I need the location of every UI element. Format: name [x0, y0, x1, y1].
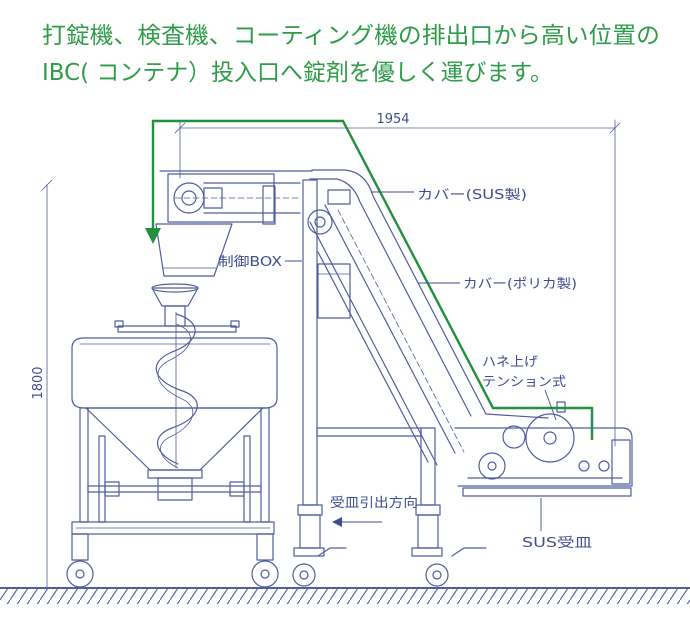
discharge-chute	[155, 223, 233, 277]
ibc-container	[71, 283, 278, 501]
control-box-enclosure	[317, 263, 351, 319]
dimension-height: 1800	[31, 179, 53, 589]
callouts: カバー(SUS製) カバー(ポリカ製) 制御BOX ハネ上げ テンション式 受皿…	[218, 188, 592, 551]
title-line-2: IBC( コンテナ）投入口へ錠剤を優しく運びます。	[42, 60, 553, 86]
inclined-conveyor	[309, 169, 549, 466]
idler-roller-2	[598, 460, 610, 472]
drive-sprocket	[307, 209, 333, 235]
cover-sus-label: カバー(SUS製)	[417, 188, 527, 203]
dimension-width-tick-right	[609, 122, 621, 134]
dimension-width: 1954	[174, 112, 621, 447]
tail-section	[454, 401, 633, 497]
ibc-frame	[71, 407, 275, 535]
ibc-caster-left-wheel	[66, 560, 94, 588]
belt-carry-side	[324, 204, 456, 454]
tension-pulley-hub	[543, 431, 557, 445]
dimension-height-value: 1800	[31, 366, 46, 399]
product-flow-path	[145, 119, 594, 440]
drive-sprocket-hub	[314, 216, 326, 228]
ibc-caster-right-hub	[260, 569, 270, 579]
ibc-outlet-valve	[157, 477, 193, 501]
ground-hatching	[0, 589, 690, 604]
main-column-caster	[292, 547, 347, 587]
tension-label-line-1: ハネ上げ	[482, 355, 538, 370]
ibc-lid-clamp-left	[114, 320, 124, 328]
ibc-inlet-funnel-rim	[151, 283, 199, 293]
ibc-frame-crossbar	[87, 485, 262, 493]
tension-label-line-2: テンション式	[482, 375, 566, 390]
ibc-caster-right-wheel	[251, 560, 279, 588]
tension-leader	[544, 389, 557, 421]
bend-roller	[502, 425, 526, 449]
head-bracket	[262, 185, 276, 225]
control-box-label: 制御BOX	[218, 255, 282, 270]
rear-support-column	[415, 427, 441, 549]
dimension-width-value: 1954	[376, 112, 409, 127]
ibc-caster-left	[66, 533, 94, 588]
control-box	[317, 263, 351, 319]
rear-column-caster	[411, 547, 487, 587]
tail-end-plate	[611, 439, 631, 485]
main-caster-hub	[299, 570, 309, 580]
rear-caster-wheel	[425, 563, 449, 587]
ibc-caster-left-hub	[75, 569, 85, 579]
ibc-caster-right-bracket	[256, 533, 274, 561]
ibc-frame-base	[71, 521, 275, 535]
ibc-frame-bracket-left	[104, 481, 120, 497]
frame-lower-edge	[317, 251, 429, 463]
tension-pulley	[525, 413, 575, 463]
tail-frame-top	[454, 427, 633, 487]
sus-tray-label: SUS受皿	[522, 536, 592, 551]
dimension-height-tick	[41, 179, 53, 191]
cover-sus-outline	[309, 178, 472, 417]
title-line-1: 打錠機、検査機、コーティング機の排出口から高い位置の	[42, 23, 660, 49]
belt-centerline	[337, 209, 465, 453]
cover-polycarbonate-label: カバー(ポリカ製)	[463, 277, 577, 292]
ibc-mixing-screw-edge-lower	[157, 323, 194, 469]
ground	[0, 587, 690, 604]
dimension-width-tick-left	[174, 122, 186, 134]
cover-polycarbonate-outline	[311, 169, 549, 419]
tray-direction-arrowhead-icon	[332, 517, 342, 527]
ibc-lid-clamp-right	[230, 320, 240, 328]
ibc-frame-bracket-right	[229, 481, 245, 497]
tray-direction-label: 受皿引出方向	[330, 495, 418, 511]
product-flow-arrowhead	[145, 228, 161, 244]
main-support-column	[297, 179, 351, 549]
ibc-body	[71, 337, 278, 409]
sus-drip-tray	[462, 487, 632, 497]
ibc-lid-flange	[117, 325, 237, 333]
product-flow-line	[151, 119, 594, 440]
rear-caster-hub	[432, 570, 442, 580]
column-top-bracket	[327, 189, 351, 205]
belt-return-side	[309, 221, 438, 466]
head-unit	[155, 170, 313, 277]
main-caster-wheel	[292, 563, 316, 587]
tail-pulley	[478, 452, 506, 480]
idler-roller-1	[578, 460, 590, 472]
rear-caster-plate	[411, 547, 443, 557]
ibc-caster-right	[251, 533, 279, 588]
tail-pulley-hub	[487, 461, 497, 471]
ibc-caster-left-bracket	[71, 533, 89, 561]
ibc-inlet-funnel	[151, 287, 199, 307]
main-caster-brake-pedal	[317, 547, 347, 557]
rear-caster-brake-pedal	[451, 547, 487, 557]
